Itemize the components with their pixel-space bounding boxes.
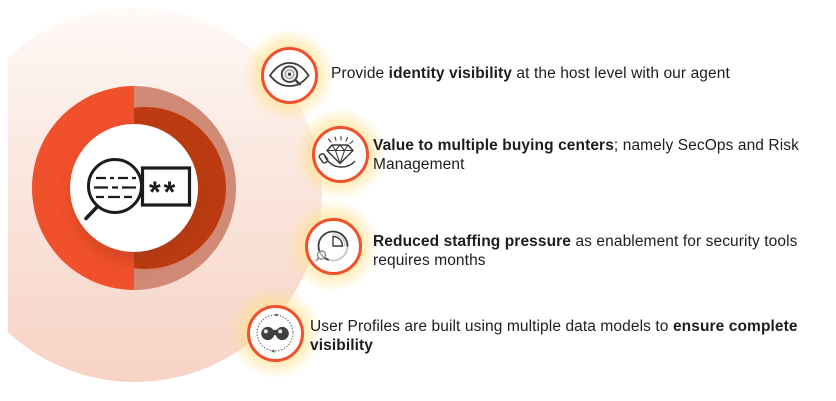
- feature-text: User Profiles are built using multiple d…: [310, 318, 798, 354]
- feature-text: Reduced staffing pressure as enablement …: [373, 233, 798, 269]
- binoculars-icon: [256, 313, 294, 353]
- password-search-icon: **: [84, 158, 192, 221]
- password-mask-text: **: [149, 176, 178, 209]
- feature-text: Value to multiple buying centers; namely…: [373, 137, 799, 173]
- password-box: [140, 166, 192, 207]
- feature-icon-circle: [260, 46, 318, 104]
- feature-text: Provide identity visibility at the host …: [331, 65, 730, 82]
- diamond-hand-icon: [318, 135, 356, 168]
- feature-icon-circle: [304, 217, 362, 275]
- feature-icon-circle: [246, 304, 304, 362]
- feature-icon-circle: [311, 125, 369, 183]
- donut-chart: [32, 86, 236, 290]
- clock-search-icon: [315, 230, 349, 262]
- eye-search-icon: [268, 62, 310, 87]
